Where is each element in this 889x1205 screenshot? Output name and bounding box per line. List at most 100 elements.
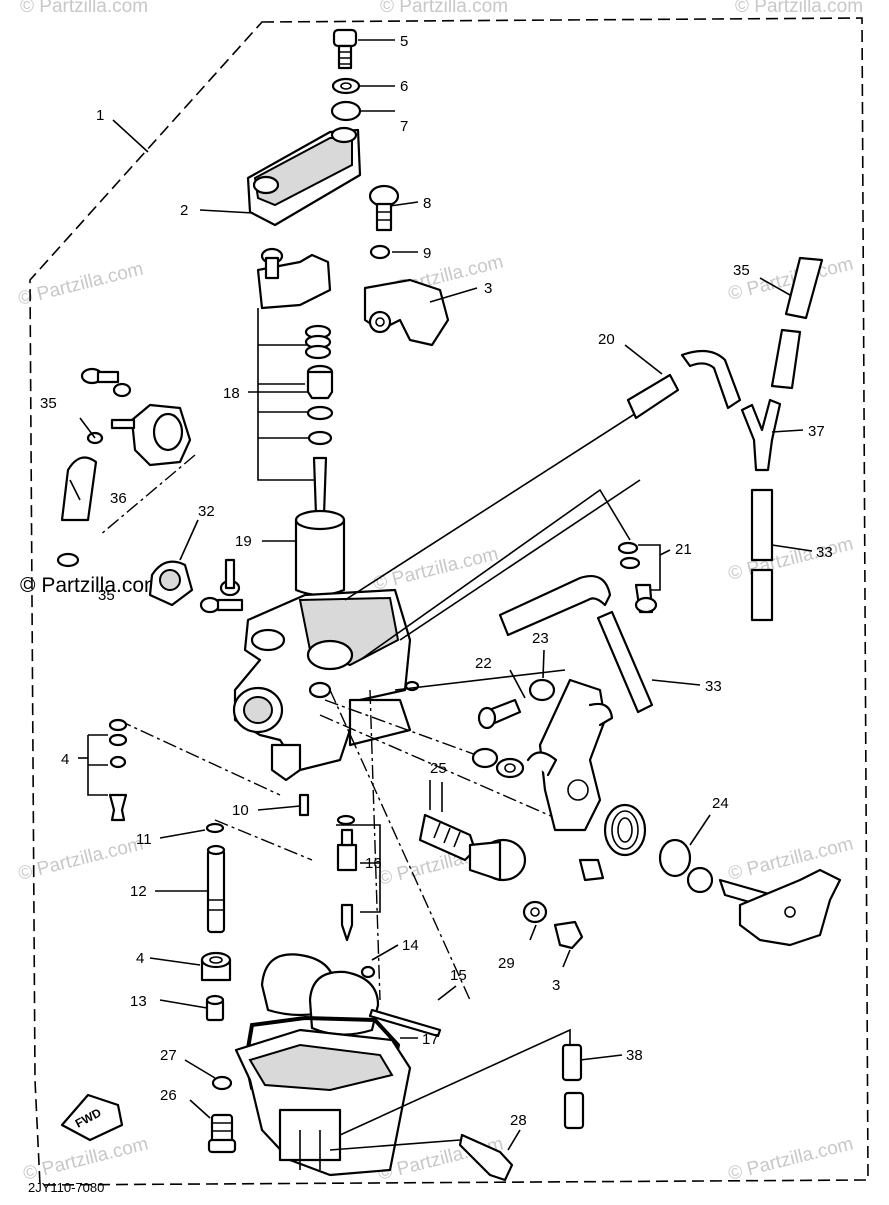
washer-7-hole [340,82,352,90]
callout-35-bottom: 35 [98,587,115,604]
watermark-text: © Partzilla.com [16,259,145,310]
oring-4c [109,755,127,769]
starter-plunger-26 [418,813,527,882]
needle-clip [306,405,334,421]
oring-12 [205,822,225,834]
leader-36 [99,454,196,536]
leader-21 [344,389,673,601]
callout-24: 23 [532,630,549,647]
float-needle [340,903,354,942]
hose-33-right-b [750,568,774,622]
washer-10 [369,244,391,260]
float-bowl [234,1028,412,1177]
oring-28 [211,1075,233,1091]
washer-left [112,382,132,398]
oring-right [495,757,525,779]
leader-30 [329,689,471,1001]
callout-4: 4 [61,751,69,768]
bolt-left [80,367,120,385]
float-pin-16 [368,1008,442,1038]
bracket-plate [526,678,614,832]
float-needle-valve-17 [336,828,358,872]
hose-21 [626,349,742,420]
oring-left [471,747,499,769]
fuel-hose-36 [60,456,98,522]
callout-32: 32 [198,503,215,520]
watermark-text: © Partzilla.com [735,0,863,17]
leader-oring [324,699,491,761]
main-jet-14 [205,994,225,1022]
leader-15 [369,689,381,1001]
washer-4b [108,733,128,747]
carburetor-body [232,588,420,782]
callout-26: 25 [430,760,447,777]
callout-6: 5 [400,33,408,50]
spring-4a [108,718,128,732]
fuel-fitting-32 [148,560,194,607]
callout-22: 21 [675,541,692,558]
callout-20: 19 [235,533,252,550]
needle-jet-13 [206,844,226,934]
callout-1: 1 [96,107,104,124]
leader-38 [339,1028,571,1136]
washer-8 [330,100,362,122]
bolt-6 [332,28,358,70]
washer-30 [522,900,548,924]
throttle-stop-screw-23 [477,698,522,730]
screw-3-lower [553,920,584,950]
screw-32b [199,596,244,614]
callout-12: 11 [136,831,152,848]
callout-33-middle: 33 [705,678,722,695]
elbow-hose [498,574,612,637]
drain-screw-27 [207,1113,237,1154]
callout-34: 35 [733,262,750,279]
washer-25b [686,866,714,894]
watermark-text: © Partzilla.com [16,834,145,885]
callout-labels: 5 6 7 1 2 8 9 3 18 19 20 35 37 33 21 33 … [40,33,833,1129]
hose-34b [770,328,802,390]
callout-21: 20 [598,331,615,348]
washer-7 [331,77,361,95]
cap-24 [528,678,556,702]
callout-25: 24 [712,795,729,812]
washer-30-hole [530,907,540,917]
callout-10: 9 [423,245,431,262]
leader-25 [319,714,561,821]
callout-16: 15 [450,967,467,984]
callout-37: 37 [808,423,825,440]
watermark-text: © Partzilla.com [20,0,148,17]
stack-bracket [257,308,320,481]
callout-19: 18 [223,385,240,402]
callout-13: 12 [130,883,147,900]
needle-holder-19 [306,364,334,400]
bracket-22 [638,544,661,591]
watermark-text: © Partzilla.com [726,1134,855,1185]
screw-32 [219,558,241,597]
return-spring-25 [603,803,647,857]
screw-bracket [578,858,605,882]
callout-18: 17 [422,1031,439,1048]
hose-33-right-a [750,488,774,562]
y-joint-37 [740,398,782,472]
callout-35-top: 35 [40,395,57,412]
diagram-code: 2JY110-7080 [28,1180,104,1195]
hose-34 [784,256,824,320]
leader-29 [329,1139,461,1151]
air-screw-4 [108,793,128,822]
callout-5: 4 [136,950,144,967]
watermark-dark: © Partzilla.com [20,574,162,597]
carburetor-cap-2 [246,126,362,227]
callout-36: 36 [110,490,127,507]
spring-seat [304,324,332,360]
callout-29: 28 [510,1112,527,1129]
stack-leaders [258,344,310,439]
hose-33-middle [596,610,654,714]
fuel-fitting [110,403,192,467]
leader-4 [117,719,281,796]
throttle-lever [718,868,842,947]
watermark-text: © Partzilla.com [380,0,508,17]
callout-15: 14 [402,937,419,954]
leader-12 [214,819,313,861]
